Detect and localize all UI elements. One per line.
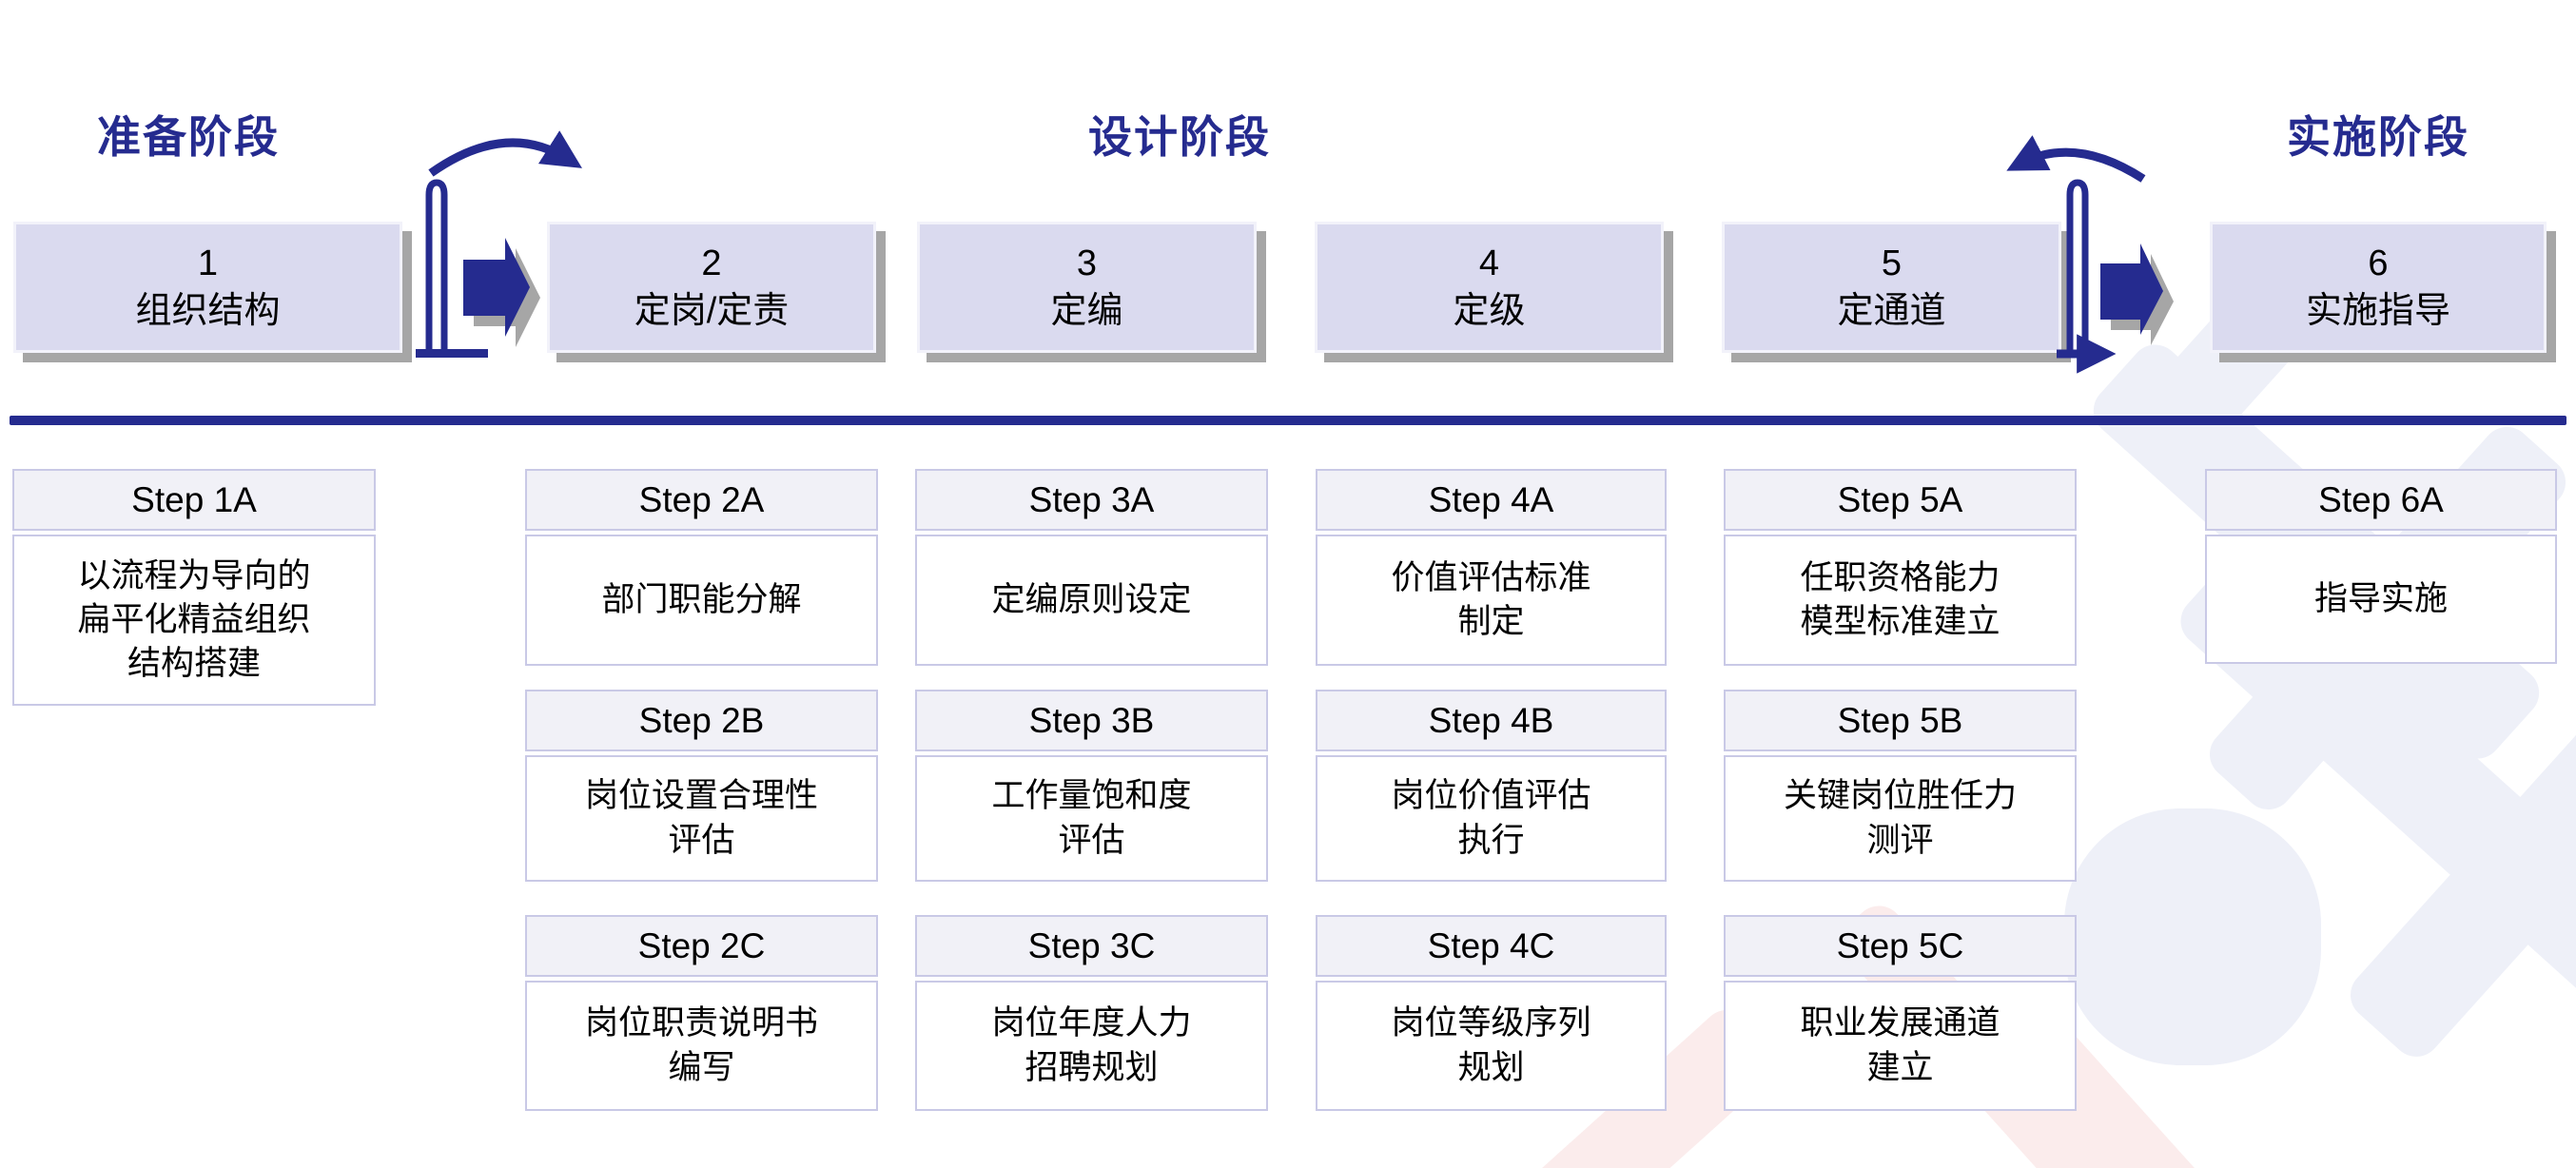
step-header-3c: Step 3C — [915, 915, 1268, 977]
divider-foot-icon — [416, 349, 488, 358]
stage-number: 1 — [197, 243, 219, 283]
step-header-5b: Step 5B — [1724, 690, 2077, 751]
step-body-2a: 部门职能分解 — [525, 535, 878, 666]
phase-title-preparation: 准备阶段 — [97, 112, 280, 162]
stage-number: 2 — [701, 243, 722, 283]
stage-box-6: 6 实施指导 — [2210, 222, 2547, 353]
phase-title-design: 设计阶段 — [1088, 112, 1271, 162]
stage-box-4: 4 定级 — [1315, 222, 1664, 353]
step-body-4b: 岗位价值评估 执行 — [1316, 755, 1667, 882]
curved-arrow-icon — [428, 130, 582, 177]
step-header-6a: Step 6A — [2205, 469, 2557, 531]
step-body-2b: 岗位设置合理性 评估 — [525, 755, 878, 882]
step-body-2c: 岗位职责说明书 编写 — [525, 981, 878, 1111]
step-body-3c: 岗位年度人力 招聘规划 — [915, 981, 1268, 1111]
step-header-2b: Step 2B — [525, 690, 878, 751]
step-header-3b: Step 3B — [915, 690, 1268, 751]
step-header-2a: Step 2A — [525, 469, 878, 531]
step-header-5c: Step 5C — [1724, 915, 2077, 977]
stage-name: 定级 — [1453, 291, 1526, 331]
stage-number: 4 — [1478, 243, 1500, 283]
stage-box-1: 1 组织结构 — [13, 222, 402, 353]
phase-divider-line — [10, 416, 2566, 425]
stage-number: 5 — [1881, 243, 1903, 283]
divider-bar-icon — [425, 179, 448, 356]
stage-box-5: 5 定通道 — [1722, 222, 2061, 353]
step-body-5b: 关键岗位胜任力 测评 — [1724, 755, 2077, 882]
stage-name: 组织结构 — [135, 291, 281, 331]
stage-name: 实施指导 — [2305, 291, 2450, 331]
stage-box-3: 3 定编 — [917, 222, 1257, 353]
stage-connector-left-icon — [416, 130, 582, 358]
step-body-4a: 价值评估标准 制定 — [1316, 535, 1667, 666]
stage-connector-right-icon — [2006, 135, 2174, 374]
step-body-6a: 指导实施 — [2205, 535, 2557, 664]
stage-number: 3 — [1076, 243, 1098, 283]
step-body-4c: 岗位等级序列 规划 — [1316, 981, 1667, 1111]
step-header-4c: Step 4C — [1316, 915, 1667, 977]
block-arrow-icon — [463, 238, 530, 337]
step-header-4b: Step 4B — [1316, 690, 1667, 751]
step-header-1a: Step 1A — [12, 469, 376, 531]
step-body-5c: 职业发展通道 建立 — [1724, 981, 2077, 1111]
step-body-3b: 工作量饱和度 评估 — [915, 755, 1268, 882]
step-header-3a: Step 3A — [915, 469, 1268, 531]
divider-bar-icon — [2066, 179, 2089, 355]
stage-name: 定岗/定责 — [634, 291, 790, 331]
step-header-4a: Step 4A — [1316, 469, 1667, 531]
step-body-3a: 定编原则设定 — [915, 535, 1268, 666]
stage-number: 6 — [2368, 243, 2389, 283]
block-arrow-icon — [2100, 243, 2163, 335]
step-header-2c: Step 2C — [525, 915, 878, 977]
phase-title-implementation: 实施阶段 — [2287, 112, 2469, 162]
stage-name: 定通道 — [1837, 291, 1946, 331]
step-body-5a: 任职资格能力 模型标准建立 — [1724, 535, 2077, 666]
stage-box-2: 2 定岗/定责 — [547, 222, 876, 353]
step-body-1a: 以流程为导向的 扁平化精益组织 结构搭建 — [12, 535, 376, 706]
stage-name: 定编 — [1050, 291, 1123, 331]
step-header-5a: Step 5A — [1724, 469, 2077, 531]
curved-arrow-icon — [2006, 135, 2146, 183]
